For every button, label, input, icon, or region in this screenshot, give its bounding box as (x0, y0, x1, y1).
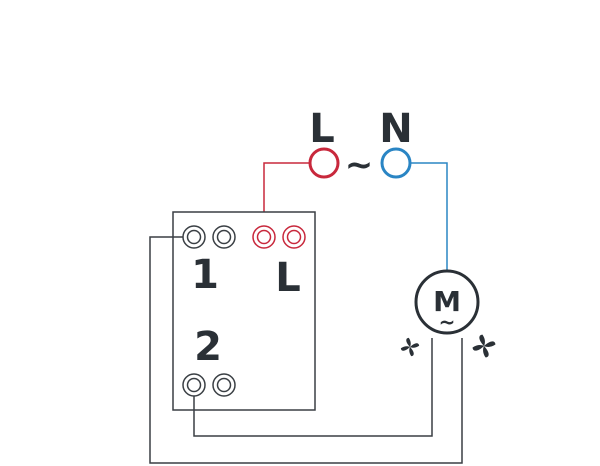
fan-icon (472, 334, 496, 358)
fan-icon (400, 337, 420, 357)
neutral-supply-label: N (379, 106, 412, 152)
switched-wire-1 (149, 236, 463, 464)
ac-symbol: ~ (345, 145, 374, 185)
switched-wire-2 (193, 338, 433, 437)
motor-circle (414, 269, 480, 335)
terminal-1-label: 1 (191, 252, 219, 298)
terminal-live-label: L (275, 255, 301, 301)
terminal-2-label: 2 (194, 324, 222, 370)
terminal-1-pair (182, 225, 236, 249)
terminal-2-pair (182, 373, 236, 397)
motor-symbol: M (433, 285, 461, 318)
live-supply-label: L (309, 106, 335, 152)
terminal-live-pair (252, 225, 306, 249)
neutral-wire (411, 162, 448, 272)
neutral-supply-terminal (380, 147, 412, 179)
motor-wave-symbol: ~ (439, 310, 456, 334)
live-supply-terminal (308, 147, 340, 179)
